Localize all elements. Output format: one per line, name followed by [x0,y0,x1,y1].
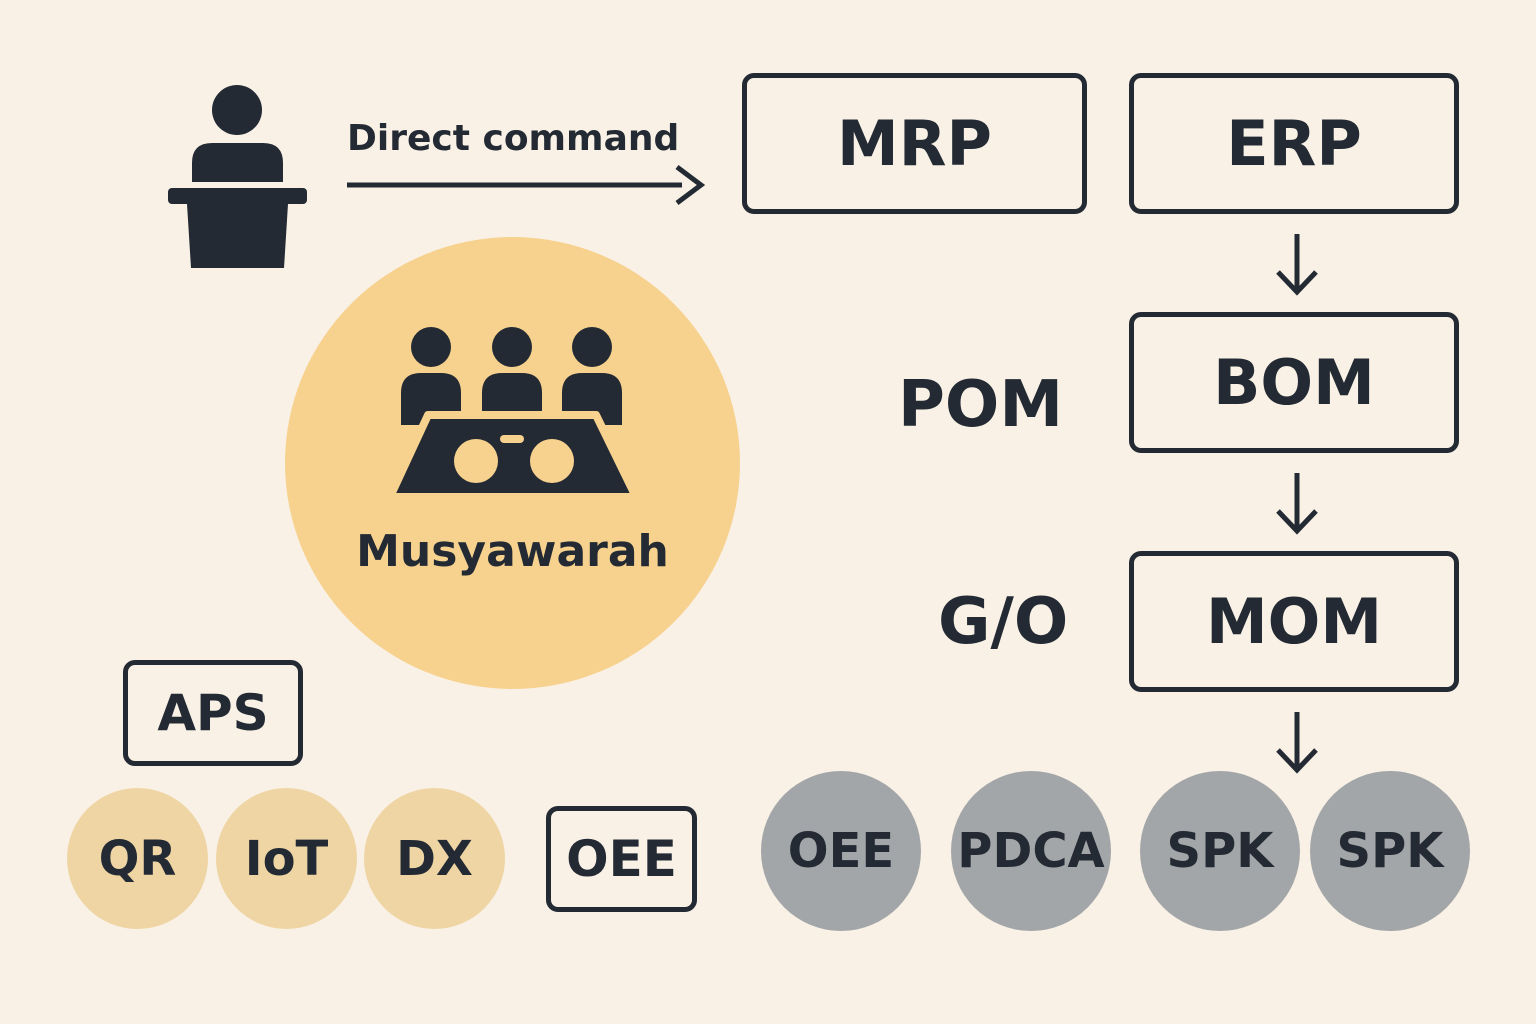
spk-circle: SPK [1140,771,1300,931]
iot-circle: IoT [216,788,357,929]
spk-circle: SPK [1310,771,1470,931]
aps-box: APS [123,660,303,766]
direct-command-label: Direct command [347,118,680,159]
qr-circle: QR [67,788,208,929]
dx-circle: DX [364,788,505,929]
erp-box: ERP [1129,73,1459,214]
podium-speaker-icon [168,85,307,268]
arrow-down-icon [1276,234,1318,296]
meeting-table-icon [386,327,640,501]
pom-label: POM [898,368,1063,442]
go-label: G/O [938,585,1069,659]
oee-circle: OEE [761,771,921,931]
arrow-down-icon [1276,712,1318,774]
mom-box: MOM [1129,551,1459,692]
oee-box: OEE [546,806,697,912]
musyawarah-label: Musyawarah [356,526,669,577]
arrow-down-icon [1276,473,1318,535]
mrp-box: MRP [742,73,1087,214]
bom-box: BOM [1129,312,1459,453]
direct-command-arrow [347,165,706,205]
pdca-circle: PDCA [951,771,1111,931]
